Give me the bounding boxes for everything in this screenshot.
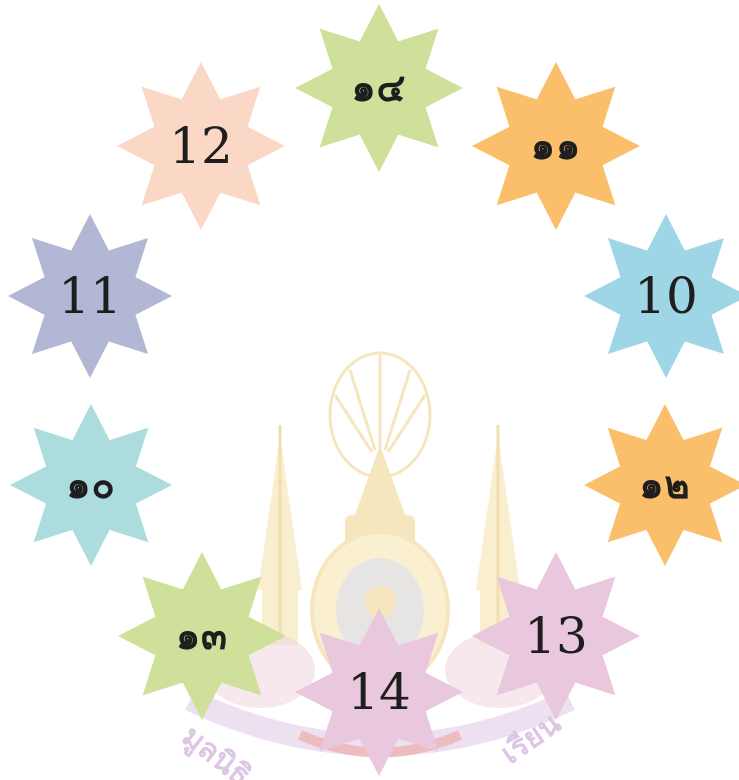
star-label: ๑๑ xyxy=(472,62,640,230)
star-thai-13[interactable]: ๑๓ xyxy=(118,552,286,720)
star-label: ๑๐ xyxy=(10,404,172,566)
star-thai-10[interactable]: ๑๐ xyxy=(10,404,172,566)
star-11[interactable]: 11 xyxy=(8,214,172,378)
star-label: 10 xyxy=(584,214,739,378)
star-label: ๑๔ xyxy=(295,4,463,172)
star-label: ๑๓ xyxy=(118,552,286,720)
star-label: 12 xyxy=(117,62,285,230)
star-label: ๑๒ xyxy=(584,404,739,566)
star-12[interactable]: 12 xyxy=(117,62,285,230)
star-13[interactable]: 13 xyxy=(472,552,640,720)
star-thai-11[interactable]: ๑๑ xyxy=(472,62,640,230)
star-thai-14[interactable]: ๑๔ xyxy=(295,4,463,172)
star-label: 13 xyxy=(472,552,640,720)
star-10[interactable]: 10 xyxy=(584,214,739,378)
star-14[interactable]: 14 xyxy=(295,608,463,776)
star-label: 14 xyxy=(295,608,463,776)
star-label: 11 xyxy=(8,214,172,378)
star-thai-12[interactable]: ๑๒ xyxy=(584,404,739,566)
